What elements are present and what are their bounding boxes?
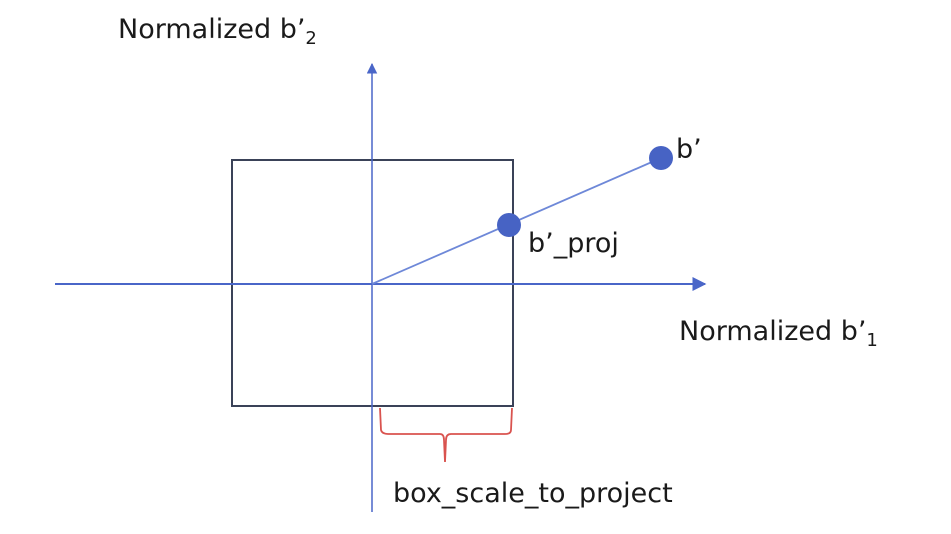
- x-axis-label: Normalized b’1: [679, 316, 878, 351]
- point-b-prime-proj: [497, 213, 521, 237]
- point-b-prime: [649, 146, 673, 170]
- brace-icon: [379, 407, 513, 463]
- point-b-prime-label: b’: [676, 134, 702, 165]
- y-axis-label: Normalized b’2: [118, 14, 317, 49]
- brace-label: box_scale_to_project: [393, 478, 673, 509]
- point-proj-label: b’_proj: [528, 228, 619, 259]
